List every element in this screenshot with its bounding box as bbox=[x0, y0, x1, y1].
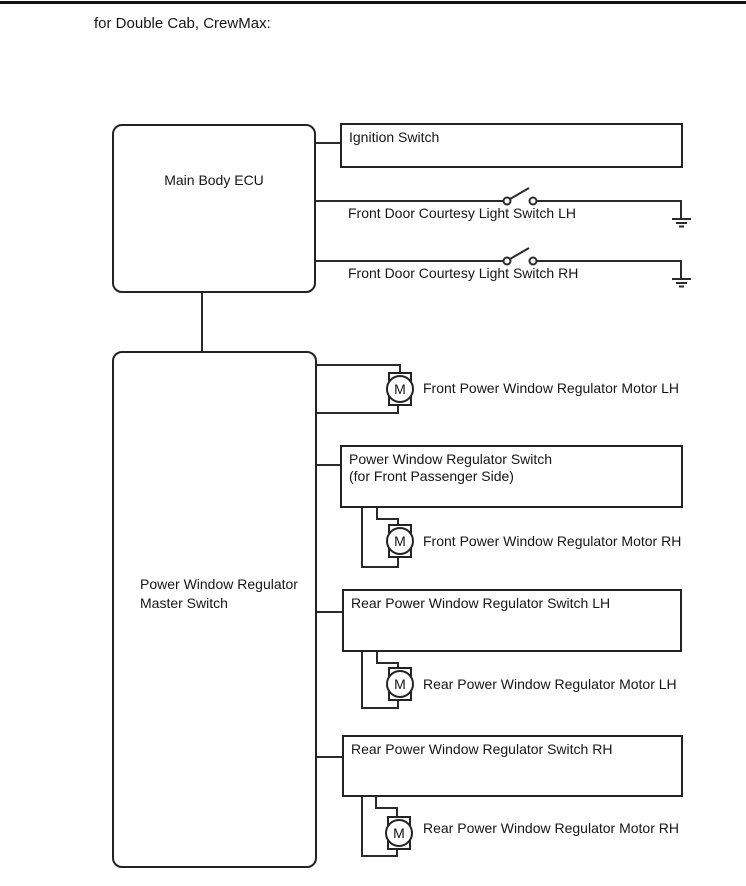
diagram-title: for Double Cab, CrewMax: bbox=[94, 15, 271, 32]
wire bbox=[317, 412, 399, 414]
wire bbox=[361, 797, 363, 857]
pw-switch-front-label-line1: Power Window Regulator Switch bbox=[349, 451, 553, 467]
rear-switch-lh-box: Rear Power Window Regulator Switch LH bbox=[342, 589, 682, 652]
motor-icon: M bbox=[386, 667, 414, 701]
master-switch-label-line1: Power Window Regulator bbox=[140, 576, 298, 592]
wire bbox=[537, 200, 682, 202]
wire bbox=[397, 662, 399, 669]
wire bbox=[201, 293, 203, 351]
wire bbox=[316, 260, 503, 262]
motor-circle: M bbox=[386, 527, 414, 555]
motor-letter: M bbox=[394, 676, 406, 692]
wire bbox=[361, 652, 363, 709]
wire bbox=[397, 699, 399, 709]
wire bbox=[317, 756, 342, 758]
wire bbox=[375, 797, 377, 809]
motor-icon: M bbox=[386, 524, 414, 558]
pw-switch-front-passenger-label: Power Window Regulator Switch (for Front… bbox=[349, 451, 552, 485]
master-switch-label: Power Window Regulator Master Switch bbox=[140, 575, 298, 613]
main-body-ecu-label: Main Body ECU bbox=[164, 172, 264, 188]
wire bbox=[361, 855, 398, 857]
motor-letter: M bbox=[393, 825, 405, 841]
rear-motor-lh-label: Rear Power Window Regulator Motor LH bbox=[423, 676, 677, 692]
wire bbox=[376, 508, 378, 520]
wire bbox=[537, 260, 682, 262]
motor-circle: M bbox=[386, 670, 414, 698]
top-border-rule bbox=[0, 1, 746, 4]
wire bbox=[316, 142, 340, 144]
wire bbox=[397, 518, 399, 526]
motor-letter: M bbox=[394, 533, 406, 549]
wire bbox=[317, 364, 401, 366]
motor-letter: M bbox=[394, 381, 406, 397]
wire bbox=[376, 662, 399, 664]
wire bbox=[316, 200, 503, 202]
main-body-ecu-box: Main Body ECU bbox=[112, 124, 316, 293]
motor-circle: M bbox=[386, 375, 414, 403]
wire bbox=[396, 848, 398, 857]
ground-icon bbox=[672, 201, 691, 228]
wire bbox=[399, 364, 401, 374]
rear-switch-rh-box: Rear Power Window Regulator Switch RH bbox=[342, 735, 683, 797]
wire bbox=[361, 508, 363, 568]
rear-motor-rh-label: Rear Power Window Regulator Motor RH bbox=[423, 820, 679, 836]
switch-contact-icon bbox=[502, 187, 538, 206]
motor-circle: M bbox=[385, 819, 413, 847]
front-motor-lh-label: Front Power Window Regulator Motor LH bbox=[423, 380, 679, 396]
front-motor-rh-label: Front Power Window Regulator Motor RH bbox=[423, 533, 682, 549]
motor-icon: M bbox=[386, 372, 414, 406]
courtesy-switch-lh-label: Front Door Courtesy Light Switch LH bbox=[348, 205, 576, 221]
wire bbox=[376, 652, 378, 664]
ignition-switch-box: Ignition Switch bbox=[340, 123, 683, 168]
ground-icon bbox=[672, 261, 691, 288]
wire bbox=[375, 807, 398, 809]
wire bbox=[317, 611, 342, 613]
pw-switch-front-passenger-box: Power Window Regulator Switch (for Front… bbox=[340, 445, 683, 508]
switch-contact-icon bbox=[502, 247, 538, 266]
master-switch-box: Power Window Regulator Master Switch bbox=[112, 351, 317, 868]
pw-switch-front-label-line2: (for Front Passenger Side) bbox=[349, 468, 514, 484]
master-switch-label-line2: Master Switch bbox=[140, 595, 228, 611]
ignition-switch-label: Ignition Switch bbox=[349, 129, 440, 145]
wire bbox=[376, 518, 399, 520]
motor-icon: M bbox=[385, 816, 413, 850]
wire bbox=[397, 556, 399, 568]
wire bbox=[397, 405, 399, 414]
rear-switch-lh-label: Rear Power Window Regulator Switch LH bbox=[351, 595, 611, 611]
wire bbox=[317, 464, 340, 466]
courtesy-switch-rh-label: Front Door Courtesy Light Switch RH bbox=[348, 265, 579, 281]
wire bbox=[396, 807, 398, 817]
wire bbox=[361, 707, 399, 709]
rear-switch-rh-label: Rear Power Window Regulator Switch RH bbox=[351, 741, 613, 757]
wire bbox=[361, 566, 399, 568]
